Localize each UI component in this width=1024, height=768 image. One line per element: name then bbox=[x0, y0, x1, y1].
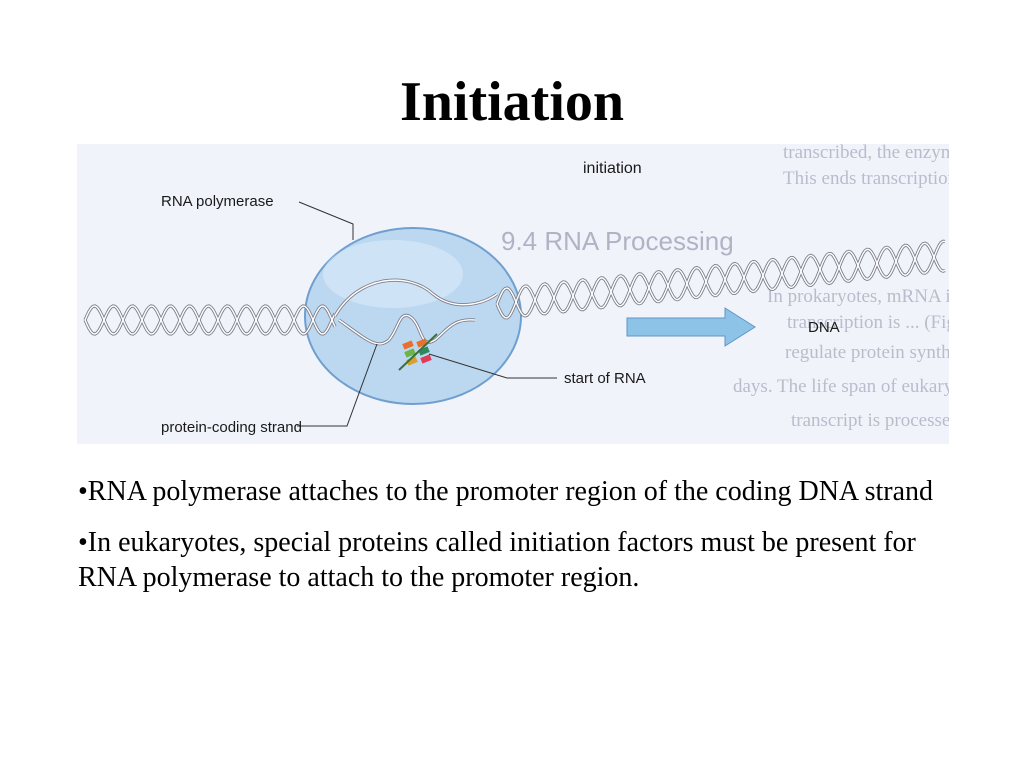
rna-base bbox=[420, 354, 432, 364]
bg-text-line-3: In prokaryotes, mRNA is translated into … bbox=[767, 286, 949, 307]
figure-svg: transcribed, the enzyme and primary tran… bbox=[77, 144, 949, 444]
bg-text-line-7: transcript is processed. bbox=[791, 410, 949, 431]
transcription-direction-arrow bbox=[626, 307, 756, 347]
bg-text-line-6: days. The life span of eukaryotic mRNA d… bbox=[733, 376, 949, 397]
start-of-rna-leader-line bbox=[428, 353, 557, 379]
bullet-list: •RNA polymerase attaches to the promoter… bbox=[78, 474, 958, 611]
bg-text-line-1: transcribed, the enzyme and primary tran… bbox=[783, 144, 949, 163]
rna-base bbox=[406, 356, 418, 366]
rna-base bbox=[416, 338, 428, 348]
rna-base bbox=[402, 340, 414, 350]
unwound-strand-top-core bbox=[334, 279, 498, 317]
label-start-of-rna: start of RNA bbox=[564, 370, 646, 387]
label-rna-polymerase: RNA polymerase bbox=[161, 193, 274, 210]
bullet-item-initiation-factors: •In eukaryotes, special proteins called … bbox=[78, 527, 916, 593]
background-page-text: transcribed, the enzyme and primary tran… bbox=[501, 144, 949, 431]
nascent-rna bbox=[398, 333, 438, 371]
dna-strand-template-core bbox=[84, 240, 946, 335]
rna-base bbox=[418, 346, 430, 356]
bg-heading: 9.4 RNA Processing bbox=[501, 226, 734, 256]
label-protein-coding-strand: protein-coding strand bbox=[161, 419, 302, 436]
rna-polymerase-blob bbox=[304, 227, 522, 405]
rna-base bbox=[404, 348, 416, 358]
bullet-item-polymerase-attaches: •RNA polymerase attaches to the promoter… bbox=[78, 476, 934, 507]
transcription-initiation-figure: transcribed, the enzyme and primary tran… bbox=[77, 144, 949, 444]
dna-strand-coding-core bbox=[84, 242, 946, 335]
label-dna: DNA bbox=[808, 319, 840, 336]
dna-double-helix bbox=[83, 239, 946, 336]
bg-text-line-2: This ends transcription. bbox=[783, 168, 949, 189]
bg-text-line-5: regulate protein synthesis. ... mRNA can… bbox=[785, 342, 949, 363]
bg-text-line-4: transcription is ... (Fig ...) ... and o… bbox=[787, 312, 949, 333]
rna-polymerase-leader-line bbox=[298, 201, 354, 240]
rna-backbone bbox=[398, 333, 438, 371]
figure-caption-initiation: initiation bbox=[583, 160, 642, 177]
protein-coding-strand-leader-line bbox=[297, 343, 378, 427]
unwound-strand-bottom-core bbox=[338, 314, 476, 345]
polymerase-highlight bbox=[323, 240, 463, 308]
slide-title: Initiation bbox=[399, 71, 625, 133]
